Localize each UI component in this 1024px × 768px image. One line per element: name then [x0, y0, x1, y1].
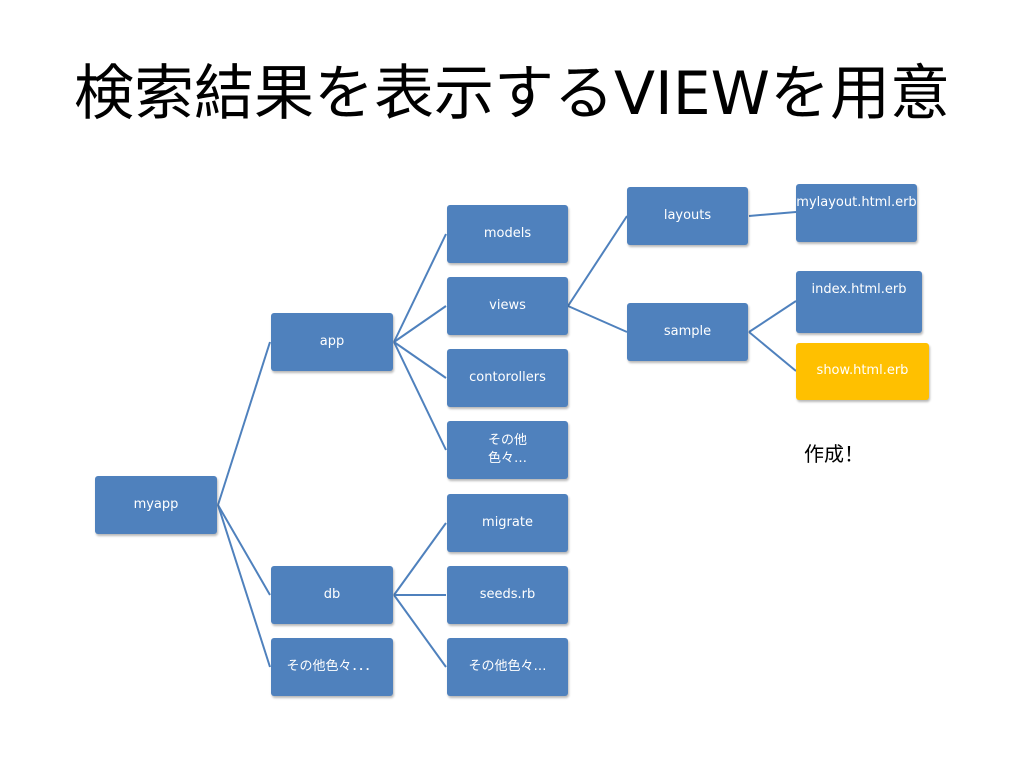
- node-app: app: [271, 313, 393, 371]
- node-layouts: layouts: [627, 187, 748, 245]
- node-views: views: [447, 277, 568, 335]
- node-other-app: その他 色々…: [447, 421, 568, 479]
- connector-db-migrate: [393, 522, 447, 596]
- connector-sample-index: [748, 300, 797, 333]
- connector-myapp-app: [217, 341, 271, 506]
- connector-app-other: [393, 341, 447, 451]
- node-other-db: その他色々…: [447, 638, 568, 696]
- connector-views-sample: [567, 305, 628, 333]
- node-myapp: myapp: [95, 476, 217, 534]
- slide-title: 検索結果を表示するVIEWを用意: [74, 59, 950, 129]
- node-other-root: その他色々．．．: [271, 638, 393, 696]
- node-seeds: seeds.rb: [447, 566, 568, 624]
- node-mylayout: mylayout.html.erb: [796, 184, 917, 242]
- node-db: db: [271, 566, 393, 624]
- connector-myapp-db: [217, 504, 271, 596]
- node-index: index.html.erb: [796, 271, 922, 333]
- connector-sample-show: [748, 331, 797, 372]
- connector-layouts-mylayout: [748, 211, 797, 217]
- node-models: models: [447, 205, 568, 263]
- connector-app-models: [393, 233, 447, 343]
- connector-app-views: [393, 305, 447, 343]
- connector-db-other: [393, 594, 447, 668]
- annotation-created: 作成！: [804, 442, 864, 466]
- node-sample: sample: [627, 303, 748, 361]
- node-controllers: contorollers: [447, 349, 568, 407]
- connector-views-layouts: [567, 215, 628, 307]
- connector-myapp-other: [217, 504, 271, 668]
- connector-app-controllers: [393, 341, 447, 379]
- node-show: show.html.erb: [796, 343, 929, 400]
- node-migrate: migrate: [447, 494, 568, 552]
